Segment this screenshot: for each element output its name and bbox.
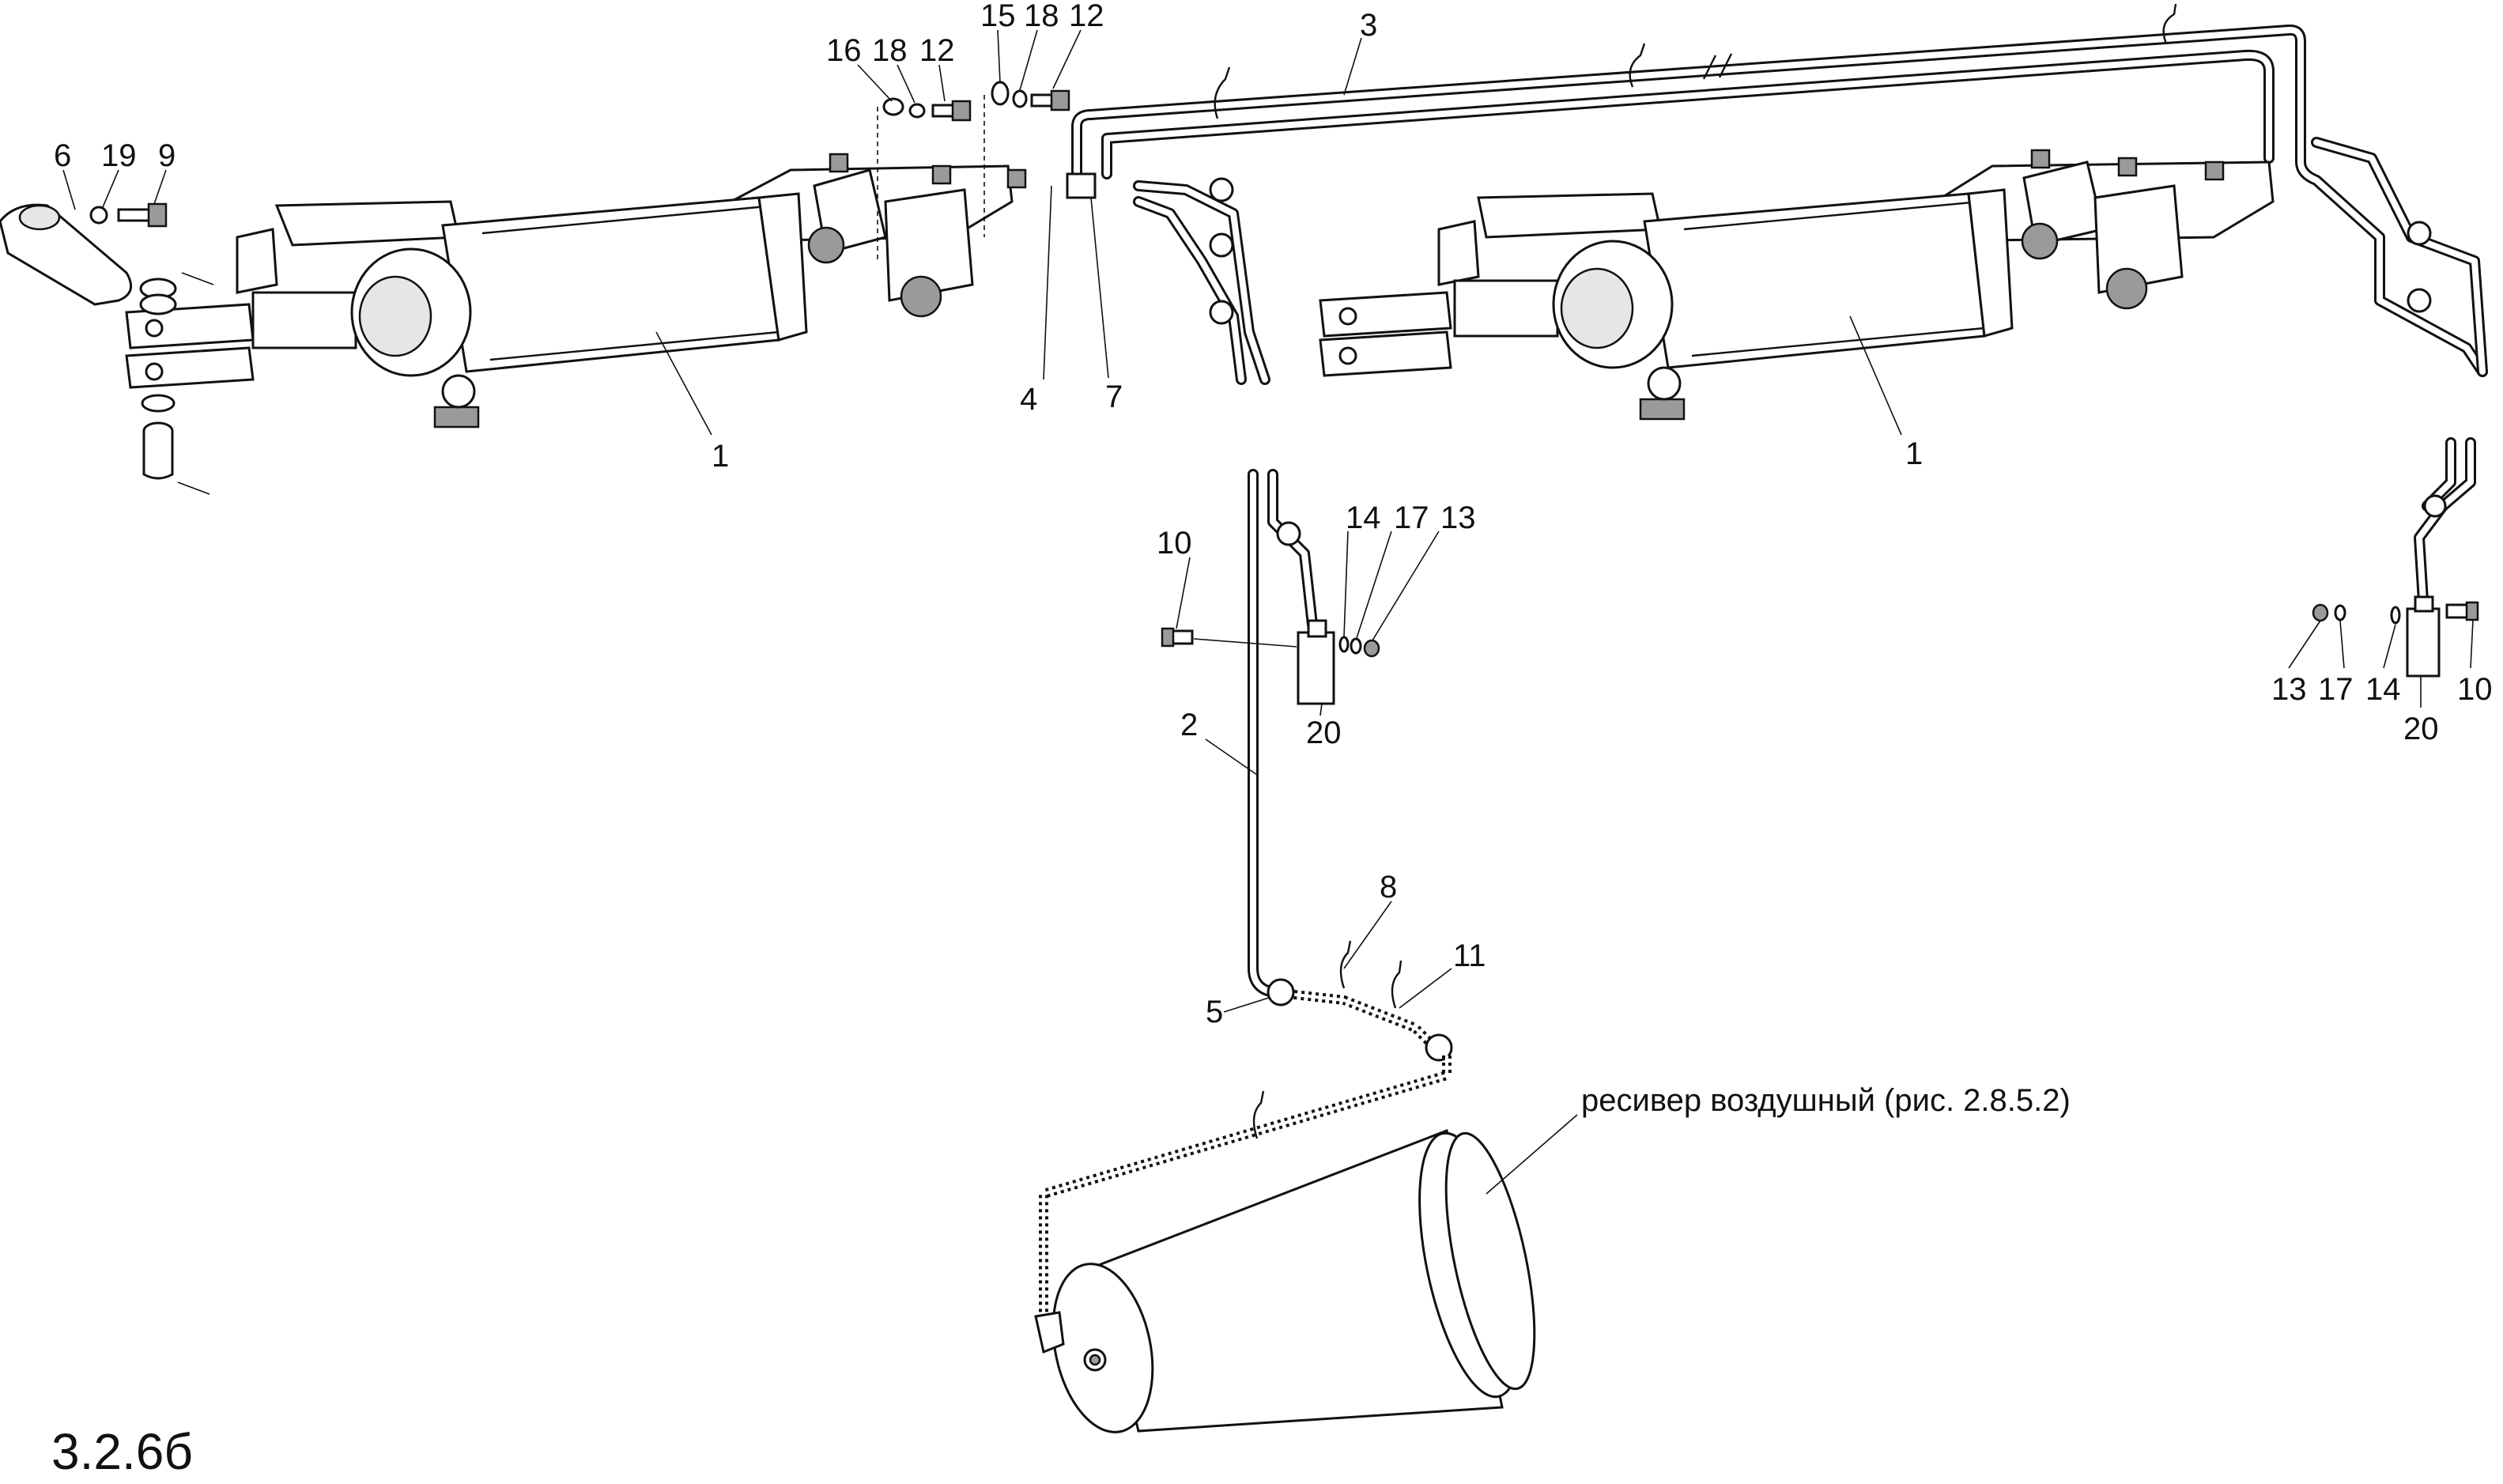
callout-16: 16 <box>826 33 862 68</box>
callout-12-b: 12 <box>1069 0 1104 33</box>
callout-15: 15 <box>980 0 1016 33</box>
callout-11: 11 <box>1453 938 1486 973</box>
callout-1-right: 1 <box>1905 436 1923 471</box>
callout-13-right: 13 <box>2271 672 2307 707</box>
callout-6: 6 <box>54 138 71 173</box>
callout-17-right: 17 <box>2318 672 2354 707</box>
callout-12-a: 12 <box>919 33 955 68</box>
callout-10-right: 10 <box>2457 672 2493 707</box>
pipe-3 <box>1071 3 2488 377</box>
callout-14-right: 14 <box>2365 672 2401 707</box>
callout-10-mid: 10 <box>1157 526 1192 561</box>
callout-labels: 6 19 9 16 18 12 15 18 12 3 4 7 1 1 10 14… <box>51 0 2493 1480</box>
pipe-bundle-left <box>1133 177 1270 385</box>
callout-3: 3 <box>1360 8 1377 43</box>
leader-lines <box>62 29 2474 1195</box>
callout-13-mid: 13 <box>1440 500 1476 535</box>
callout-2: 2 <box>1180 708 1198 742</box>
loose-parts-left <box>0 81 1070 495</box>
callout-20-right: 20 <box>2403 712 2439 746</box>
pipe-bundle-right <box>2311 137 2488 606</box>
callout-20-mid: 20 <box>1306 716 1342 750</box>
hose-assembly <box>1039 940 1453 1328</box>
cylinder-assembly-right <box>1319 149 2275 421</box>
callout-18-a: 18 <box>872 33 908 68</box>
cylinder-assembly-left <box>125 153 1097 429</box>
callout-7: 7 <box>1105 379 1123 414</box>
callout-17-mid: 17 <box>1394 500 1429 535</box>
figure-number: 3.2.6б <box>51 1423 193 1480</box>
callout-14-mid: 14 <box>1346 500 1381 535</box>
callout-4: 4 <box>1020 382 1037 417</box>
callout-8: 8 <box>1380 870 1397 904</box>
callout-1-left: 1 <box>712 439 729 474</box>
bracket-right <box>2312 595 2479 678</box>
callout-19: 19 <box>101 138 137 173</box>
receiver-label: ресивер воздушный (рис. 2.8.5.2) <box>1581 1083 2071 1118</box>
callout-5: 5 <box>1206 995 1223 1029</box>
air-receiver-tank <box>1034 1128 1536 1433</box>
callout-9: 9 <box>158 138 176 173</box>
callout-18-b: 18 <box>1024 0 1059 33</box>
